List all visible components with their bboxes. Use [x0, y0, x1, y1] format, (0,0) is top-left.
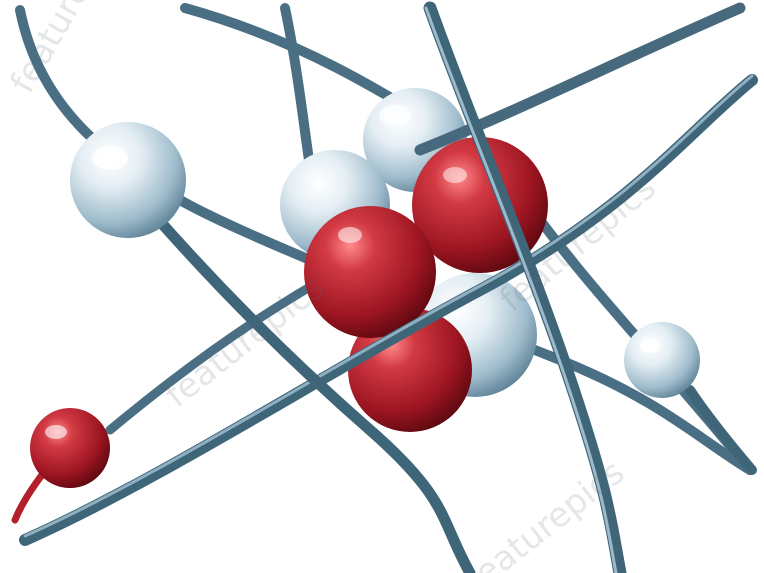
- electron-white-right: [624, 322, 700, 398]
- orbit-ring-vertical-center-highlight: [424, 6, 618, 573]
- orbit-ring-main-sweep-highlight: [23, 74, 754, 538]
- electron-red-left: [30, 408, 110, 488]
- orbit-ring-lower-right: [685, 385, 757, 475]
- orbit-rings-front: [11, 1, 758, 573]
- proton-ball: [348, 308, 472, 432]
- electrons: [30, 122, 700, 488]
- proton-ball: [304, 206, 436, 338]
- orbit-ring-electron-rod: [144, 204, 476, 573]
- orbit-ring-vertical-center: [423, 1, 627, 573]
- orbit-ring-upper-right: [414, 2, 746, 156]
- electron-white-top-left: [70, 122, 186, 238]
- orbit-ring-main-sweep: [19, 74, 758, 546]
